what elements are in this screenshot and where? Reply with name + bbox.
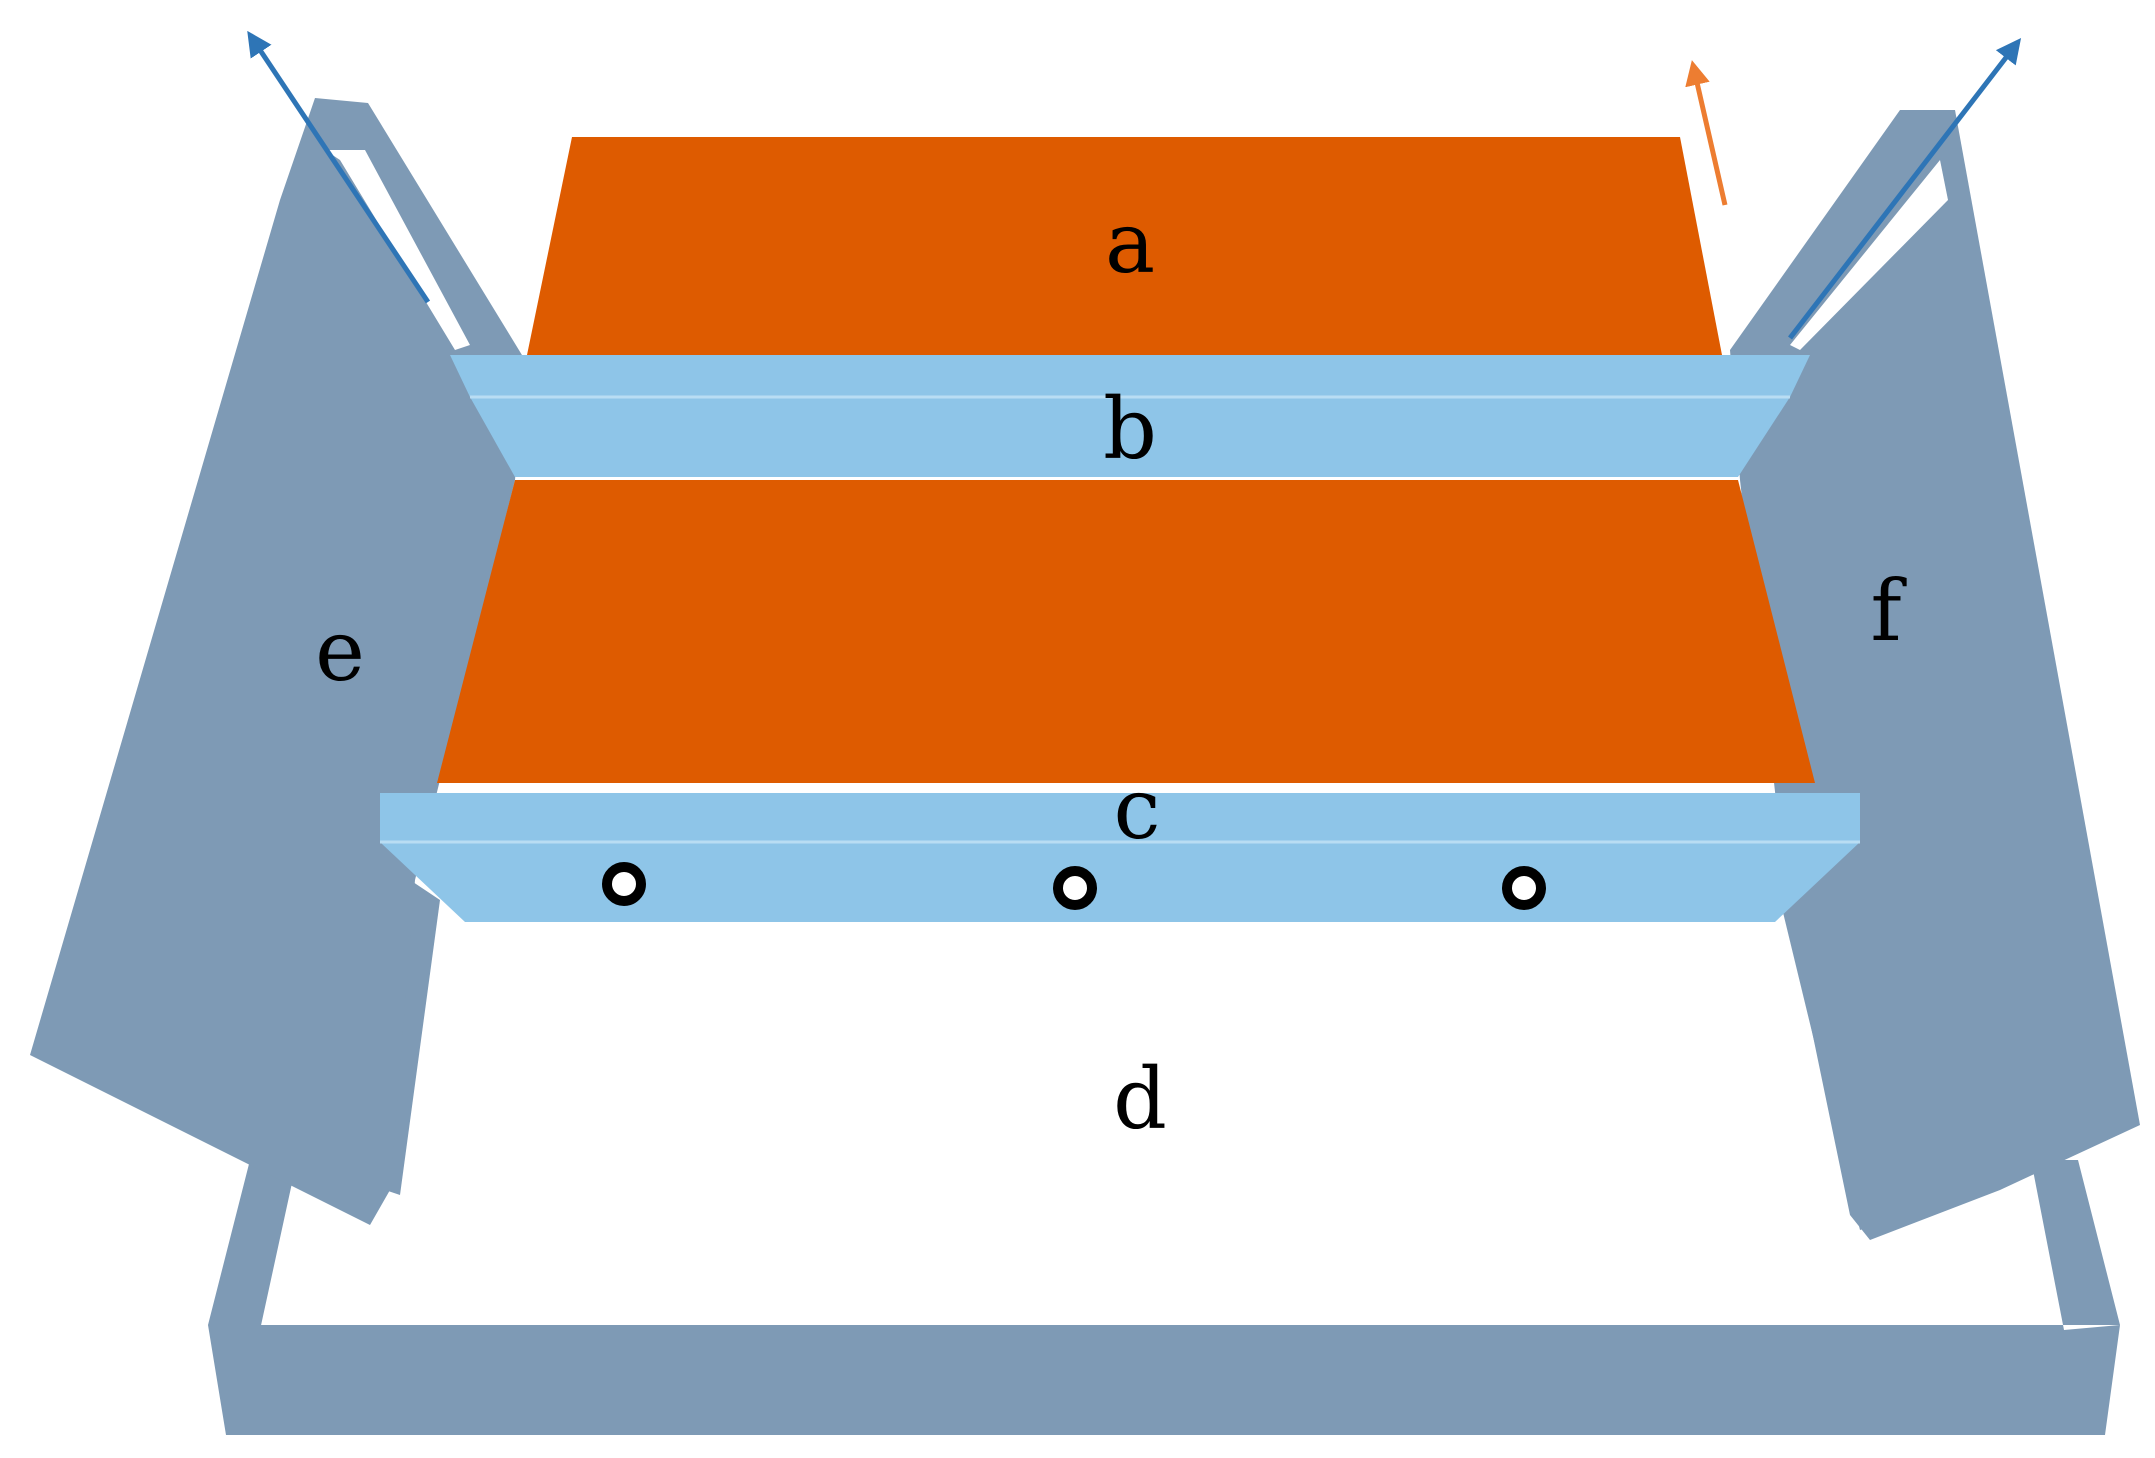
left-blue-arrow [247,30,431,304]
left-panel-slot [325,150,470,350]
nozzle-icon [602,862,646,906]
right-blue-arrow [1788,38,2022,340]
side-panel-e [30,98,525,1225]
label-c: c [1113,760,1160,858]
glass-bar-c-top [380,793,1860,842]
label-a: a [1105,194,1155,292]
label-b: b [1103,380,1157,478]
side-panel-f [1730,110,2140,1240]
right-panel-slot [1790,160,1948,350]
label-e: e [315,602,365,700]
glass-bar-b [470,397,1790,477]
label-d: d [1113,1050,1167,1148]
glass-bar-b-top [450,355,1810,397]
upper-plate-a [527,137,1722,355]
nozzle-icon [1502,866,1546,910]
label-f: f [1870,562,1907,660]
lower-plate [437,480,1815,783]
glass-bar-c [380,842,1860,922]
base-tray-d [208,1160,2120,1435]
orange-arrow [1685,60,1728,206]
nozzle-icon [1053,866,1097,910]
